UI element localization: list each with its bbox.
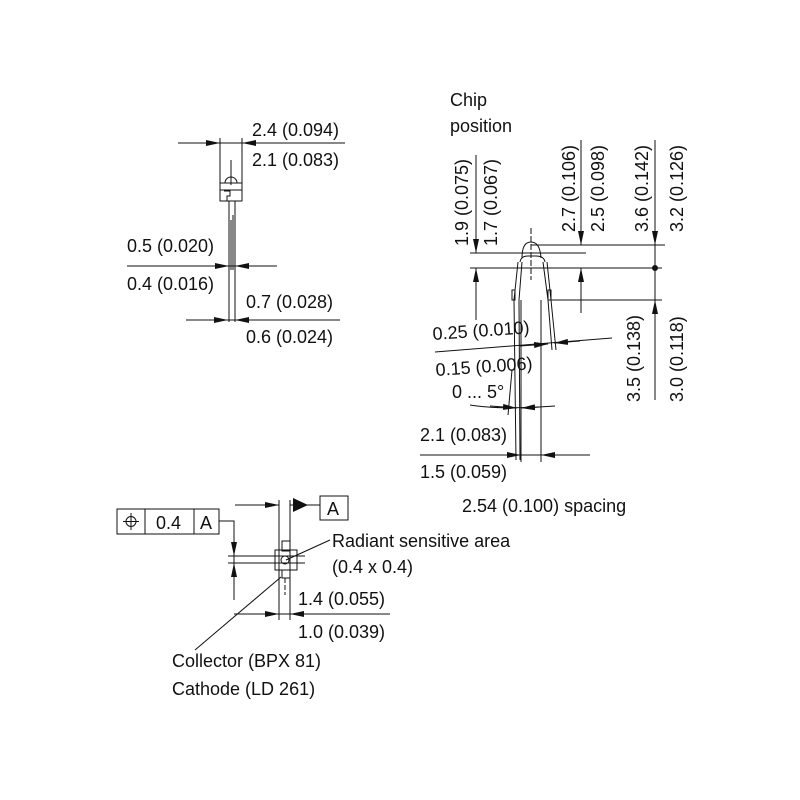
tolerance-datum: A [200, 513, 212, 533]
lead-width-min-label: 0.6 (0.024) [246, 327, 333, 347]
tolerance-value: 0.4 [156, 513, 181, 533]
datum-box-label: A [327, 499, 339, 519]
dome-height-max-label: 2.7 (0.106) [559, 145, 579, 232]
dome-height-min-label: 2.5 (0.098) [588, 145, 608, 232]
position-tolerance-frame: 0.4 A [116, 508, 220, 535]
datum-box [319, 495, 349, 521]
offset-max-label: 1.4 (0.055) [298, 589, 385, 609]
chip-pos-min-label: 1.7 (0.067) [481, 159, 501, 246]
chip-pos-max-label: 1.9 (0.075) [452, 159, 472, 246]
front-view: Chip position 1.9 (0.075) 1.7 (0.067) 2.… [420, 90, 687, 516]
lead-thickness-max-label: 0.5 (0.020) [127, 236, 214, 256]
cathode-label: Cathode (LD 261) [172, 679, 315, 699]
width-min-label: 1.5 (0.059) [420, 462, 507, 482]
chip-label-line1: Chip [450, 90, 487, 110]
total-height-min-label: 3.2 (0.126) [667, 145, 687, 232]
chip-label-line2: position [450, 116, 512, 136]
datum-arrow-icon [293, 498, 308, 512]
collector-label: Collector (BPX 81) [172, 651, 321, 671]
lead-thick-max-label: 0.25 (0.010) [432, 317, 530, 344]
body-width-min-label: 2.1 (0.083) [252, 150, 339, 170]
side-view: 2.4 (0.094) 2.1 (0.083) 0.5 (0.020) 0.4 … [127, 120, 345, 347]
lead-thick-min-label: 0.15 (0.006) [435, 353, 533, 380]
top-view: 0.4 A A Radiant sensitive area (0.4 x 0.… [116, 495, 511, 699]
lead-thickness-min-label: 0.4 (0.016) [127, 274, 214, 294]
spacing-label: 2.54 (0.100) spacing [462, 496, 626, 516]
position-symbol-icon [123, 513, 139, 530]
total-height-max-label: 3.6 (0.142) [632, 145, 652, 232]
component-side-outline [219, 160, 243, 322]
radiant-area-label: Radiant sensitive area [332, 531, 511, 551]
lead-bend-max-label: 3.5 (0.138) [624, 315, 644, 402]
body-width-max-label: 2.4 (0.094) [252, 120, 339, 140]
component-top-outline [274, 540, 298, 595]
offset-min-label: 1.0 (0.039) [298, 622, 385, 642]
lead-bend-min-label: 3.0 (0.118) [667, 316, 687, 402]
width-max-label: 2.1 (0.083) [420, 425, 507, 445]
angle-label: 0 ... 5° [452, 382, 504, 402]
lead-width-max-label: 0.7 (0.028) [246, 292, 333, 312]
radiant-area-size: (0.4 x 0.4) [332, 557, 413, 577]
